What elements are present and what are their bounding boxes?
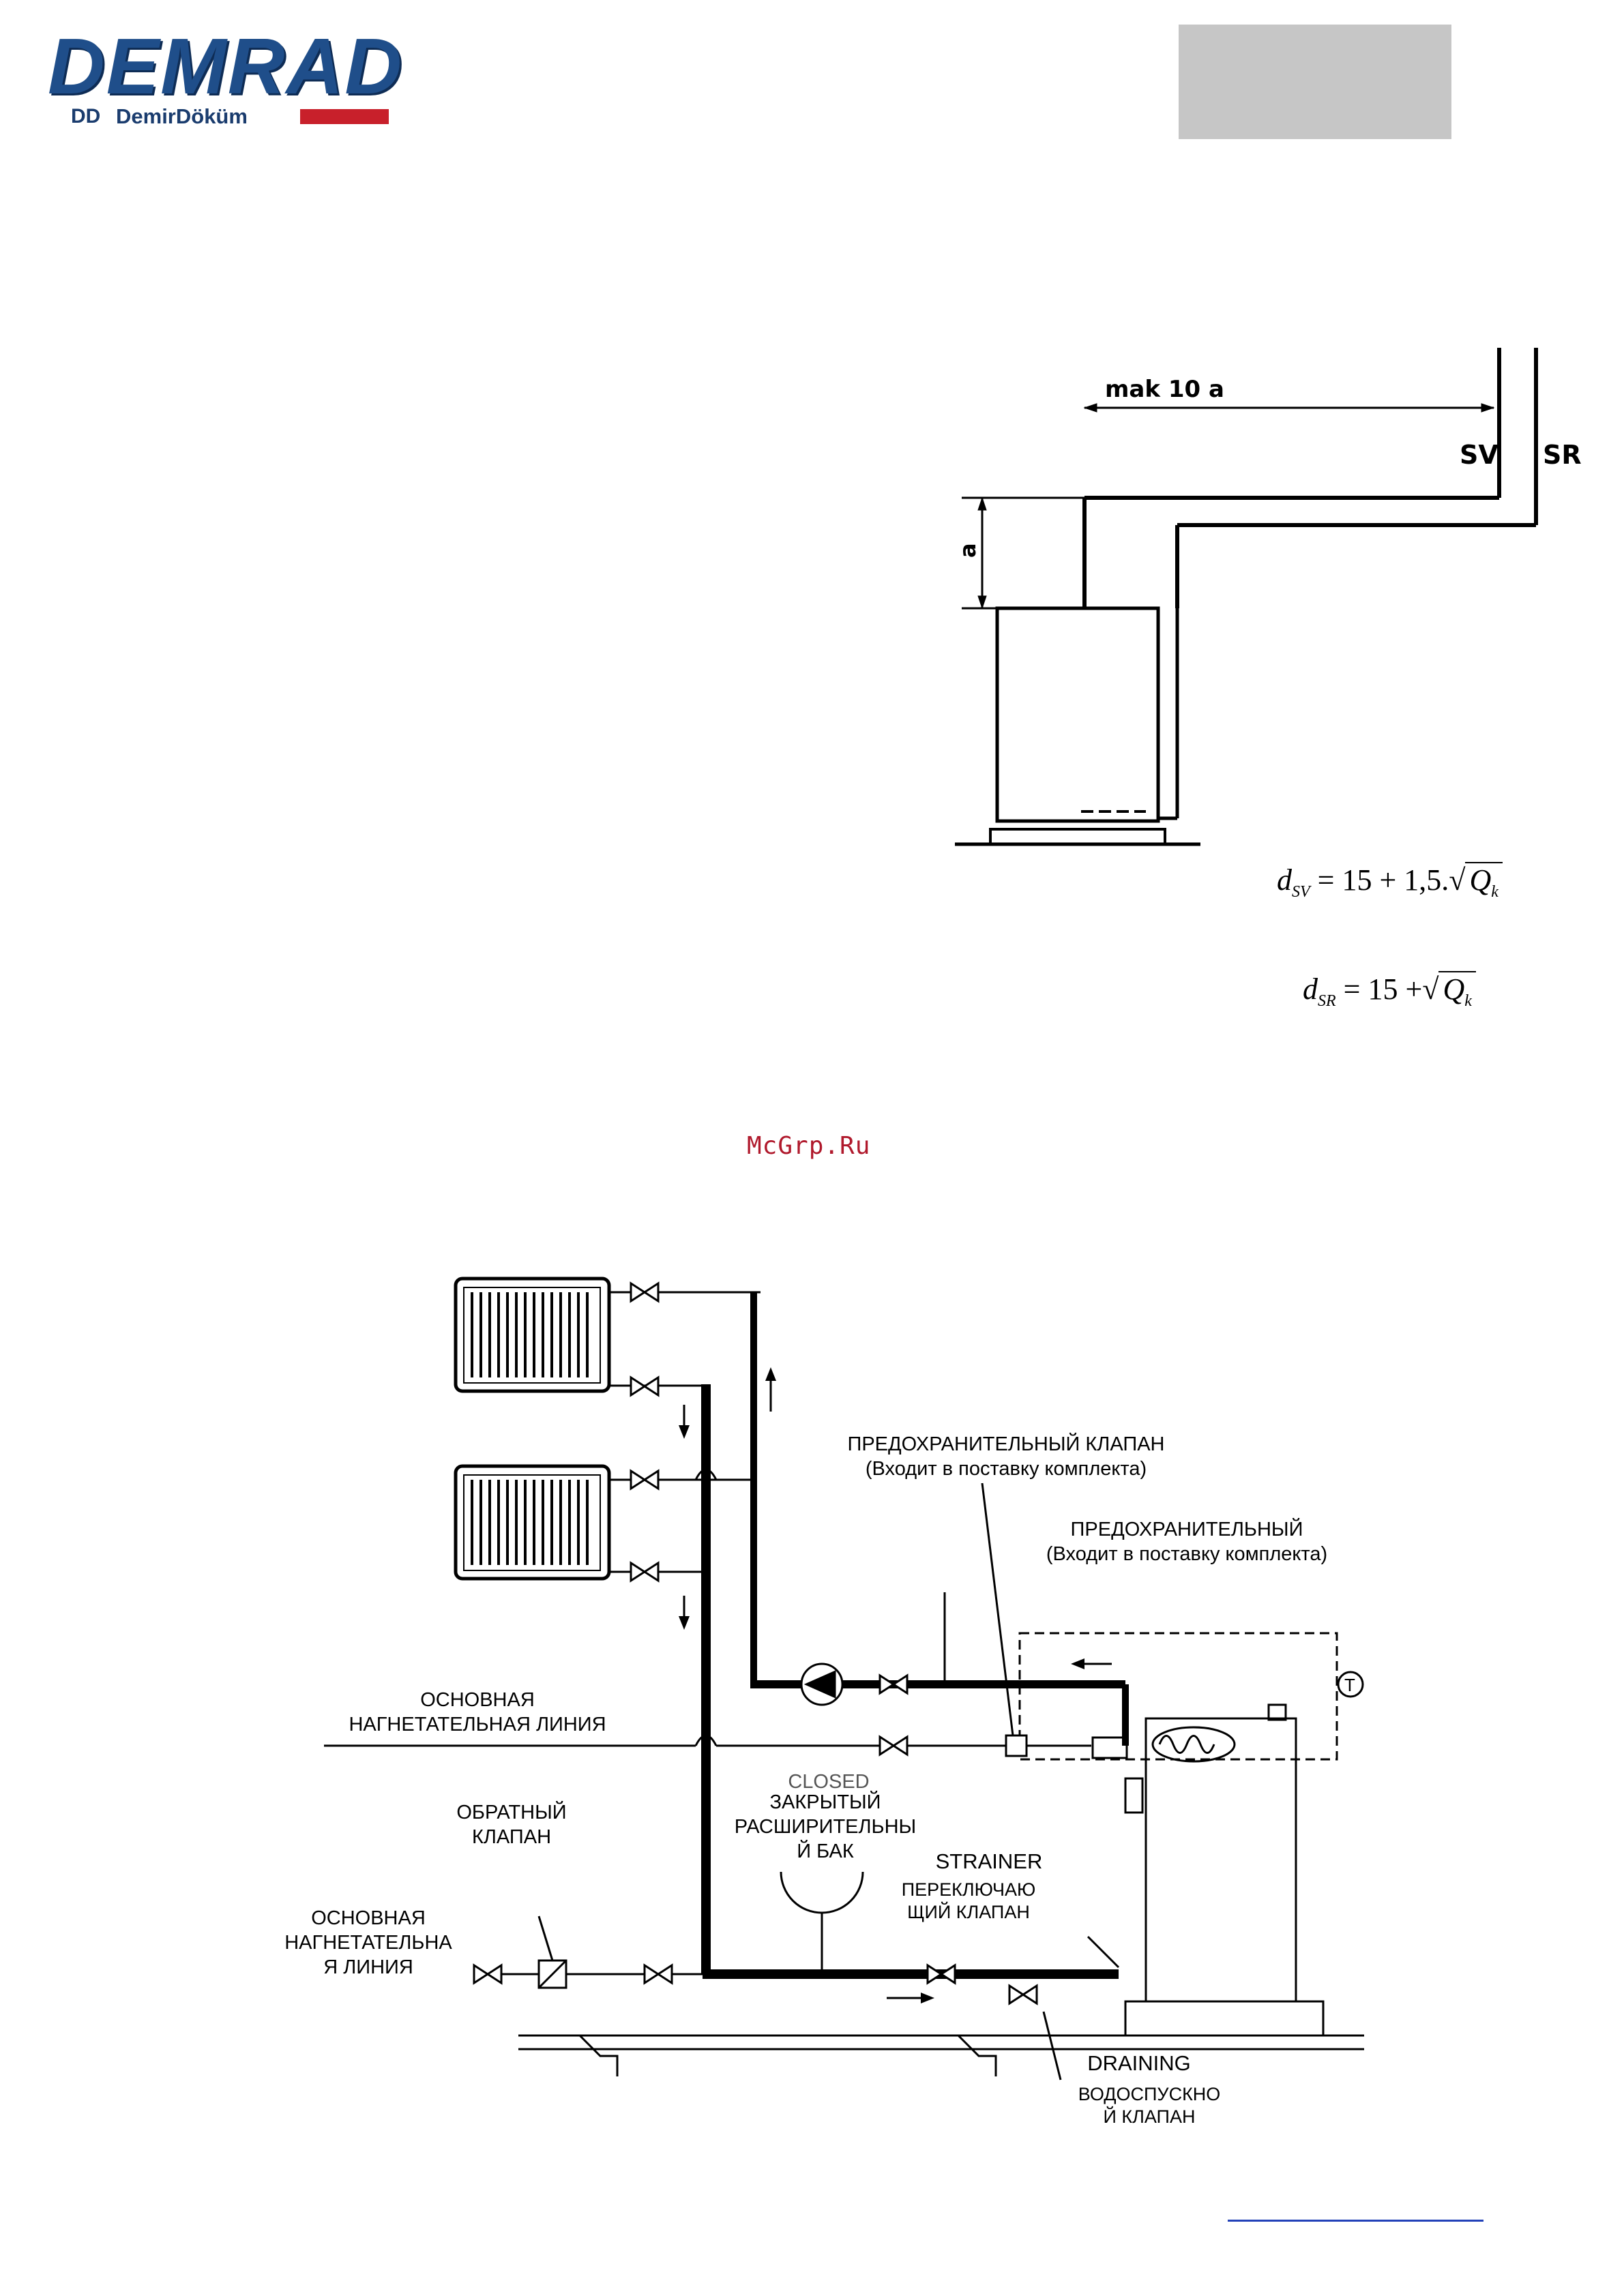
brand-logo: DEMRAD xyxy=(48,22,404,110)
formula-sv: dSV = 15 + 1,5.√Qk xyxy=(1277,862,1503,901)
label-sv: SV xyxy=(1460,440,1498,470)
formula-sv-qsub: k xyxy=(1491,882,1498,901)
label-main-supply-line-1: ОСНОВНАЯ xyxy=(420,1689,535,1711)
label-strainer: STRAINER xyxy=(935,1849,1043,1873)
label-switch-valve: ПЕРЕКЛЮЧАЮ ЩИЙ КЛАПАН xyxy=(894,1879,1044,1924)
formula-sr-q: Q xyxy=(1443,972,1465,1006)
radiator-lower xyxy=(454,1464,611,1581)
label-switch-valve-2: ЩИЙ КЛАПАН xyxy=(907,1902,1030,1922)
formula-sv-q: Q xyxy=(1469,863,1492,897)
label-safety-valve-2-title: ПРЕДОХРАНИТЕЛЬНЫЙ xyxy=(1070,1519,1303,1540)
label-closed-en: CLOSED xyxy=(788,1771,870,1793)
footer-link[interactable] xyxy=(1228,2220,1483,2222)
label-main-line-b3: Я ЛИНИЯ xyxy=(323,1956,413,1978)
label-safety-valve-2-sub: (Входит в поставку комплекта) xyxy=(1046,1543,1328,1565)
label-main-line-b1: ОСНОВНАЯ xyxy=(311,1907,426,1929)
thermostat-symbol: T xyxy=(1344,1675,1355,1695)
label-drain-valve-2: Й КЛАПАН xyxy=(1103,2106,1196,2127)
formula-sv-sub: SV xyxy=(1292,882,1310,901)
label-expansion-tank-3: Й БАК xyxy=(797,1840,854,1862)
label-sr: SR xyxy=(1543,440,1582,470)
dim-side-label: a xyxy=(955,543,981,558)
label-main-line-bottom: ОСНОВНАЯ НАГНЕТАТЕЛЬНА Я ЛИНИЯ xyxy=(273,1906,464,1980)
label-switch-valve-1: ПЕРЕКЛЮЧАЮ xyxy=(901,1879,1036,1900)
sqrt-icon: √ xyxy=(1422,972,1439,1006)
label-draining: DRAINING xyxy=(1087,2051,1191,2075)
logo-red-bar xyxy=(68,104,389,127)
label-expansion-tank: ЗАКРЫТЫЙ РАСШИРИТЕЛЬНЫ Й БАК xyxy=(716,1790,934,1864)
formula-sv-rhs: = 15 + 1,5. xyxy=(1317,863,1449,897)
watermark: McGrp.Ru xyxy=(747,1132,871,1160)
label-safety-valve-1-sub: (Входит в поставку комплекта) xyxy=(865,1458,1147,1480)
label-drain-valve: ВОДОСПУСКНО Й КЛАПАН xyxy=(1071,2083,1228,2128)
label-main-supply-line: ОСНОВНАЯ НАГНЕТАТЕЛЬНАЯ ЛИНИЯ xyxy=(334,1688,621,1737)
label-safety-valve-1: ПРЕДОХРАНИТЕЛЬНЫЙ КЛАПАН (Входит в поста… xyxy=(829,1432,1183,1481)
sqrt-icon: √ xyxy=(1449,863,1466,897)
radiator-upper xyxy=(454,1277,611,1393)
label-check-valve-2: КЛАПАН xyxy=(471,1826,552,1848)
label-check-valve: ОБРАТНЫЙ КЛАПАН xyxy=(433,1800,590,1849)
dim-top-label: mak 10 a xyxy=(1105,376,1224,403)
header-gray-box xyxy=(1179,25,1451,139)
label-expansion-tank-2: РАСШИРИТЕЛЬНЫ xyxy=(734,1816,917,1838)
label-safety-valve-1-title: ПРЕДОХРАНИТЕЛЬНЫЙ КЛАПАН xyxy=(847,1433,1165,1455)
label-safety-valve-2: ПРЕДОХРАНИТЕЛЬНЫЙ (Входит в поставку ком… xyxy=(1030,1517,1344,1566)
logo-subtitle: DemirDöküm xyxy=(116,104,248,128)
label-main-supply-line-2: НАГНЕТАТЕЛЬНАЯ ЛИНИЯ xyxy=(349,1714,606,1735)
formula-sv-d: d xyxy=(1277,863,1292,897)
logo-dd-mark: DD xyxy=(71,105,101,128)
label-main-line-b2: НАГНЕТАТЕЛЬНА xyxy=(284,1932,452,1954)
label-drain-valve-1: ВОДОСПУСКНО xyxy=(1078,2084,1221,2104)
formula-sr: dSR = 15 +√Qk xyxy=(1303,971,1476,1011)
formula-sr-sub: SR xyxy=(1318,992,1336,1010)
label-expansion-tank-1: ЗАКРЫТЫЙ xyxy=(769,1791,881,1813)
label-check-valve-1: ОБРАТНЫЙ xyxy=(456,1802,567,1823)
formula-sr-qsub: k xyxy=(1464,992,1472,1010)
formula-sr-rhs: = 15 + xyxy=(1343,972,1423,1006)
formula-sr-d: d xyxy=(1303,972,1318,1006)
chimney-diagram: mak 10 a a SV SR xyxy=(955,348,1582,846)
